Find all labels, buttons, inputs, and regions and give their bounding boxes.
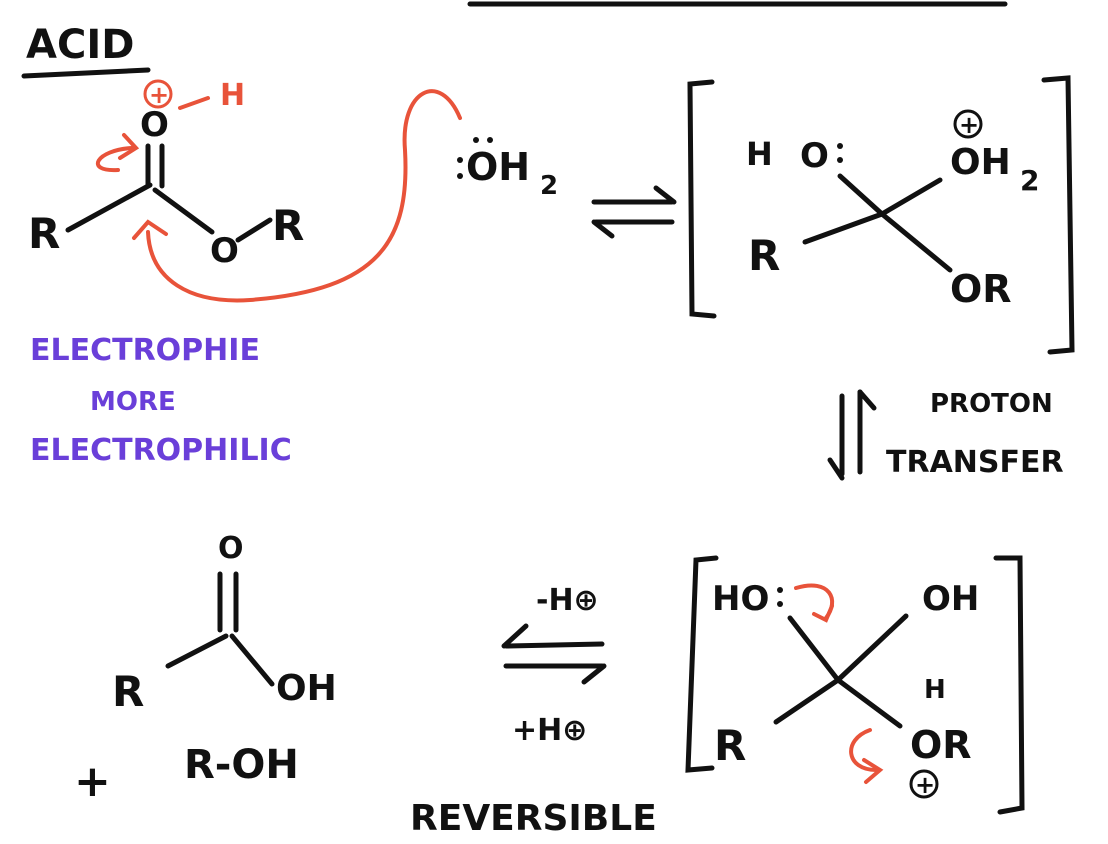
acid-r: R	[112, 667, 144, 716]
protonation-marks: + H	[95, 78, 245, 173]
lone-pair-dot	[837, 143, 843, 149]
int1-r: R	[748, 231, 780, 280]
lone-pair-dot	[487, 137, 493, 143]
bond-c-o	[837, 173, 885, 217]
int2-r: R	[714, 721, 746, 770]
right-bracket	[1041, 75, 1075, 355]
lone-pair-dot	[777, 587, 783, 593]
equilibrium-arrows-1	[591, 185, 677, 239]
ester-r-right: R	[272, 201, 304, 250]
eq-arrow-line	[503, 641, 605, 649]
bond-c-or	[835, 677, 903, 729]
int2-plus: +	[915, 771, 935, 799]
water-molecule: OH 2	[457, 137, 558, 201]
water-subscript: 2	[540, 171, 558, 201]
bond-c-or	[879, 211, 953, 273]
acid-oh: OH	[276, 668, 337, 709]
curved-arrow-pi-bond	[95, 146, 134, 173]
lone-pair-dot	[457, 173, 463, 179]
bond-c-oh-top-left	[787, 615, 841, 683]
bond-c-r	[802, 211, 885, 245]
int1-plus: +	[959, 111, 979, 139]
bond-o-r	[235, 217, 273, 243]
ester-r-left: R	[28, 209, 60, 258]
heading-acid: ACID	[26, 22, 134, 68]
curved-arrow-nucleophilic-attack	[146, 89, 462, 303]
curved-arrow-leaving-group	[849, 728, 878, 772]
eq-arrow-head	[591, 219, 615, 239]
int2-ho: HO	[712, 579, 769, 619]
int1-oh2-sub: 2	[1020, 164, 1039, 197]
annotation-line-2: MORE	[90, 387, 176, 417]
bond-c-oh-top-right	[835, 613, 909, 683]
step-line-2: TRANSFER	[886, 445, 1064, 480]
left-bracket	[687, 79, 717, 319]
reversible-label: REVERSIBLE	[410, 798, 657, 839]
eq-arrow-head	[501, 623, 529, 649]
int2-h: H	[924, 675, 946, 705]
int2-or: OR	[910, 723, 972, 767]
eq-arrow-head	[857, 389, 877, 411]
curved-arrow-lone-pair-head	[812, 604, 834, 623]
plus-charge-circle	[909, 769, 939, 799]
eq-bottom-label: +H⊕	[512, 713, 587, 748]
bond-r-c	[65, 182, 153, 233]
eq-arrow-head	[653, 185, 677, 205]
curved-arrow-leaving-group-head	[862, 758, 884, 784]
tetrahedral-intermediate-2: HO OH R H OR +	[685, 555, 1025, 815]
left-bracket	[685, 555, 719, 773]
plus-charge: +	[149, 81, 169, 109]
proton-transfer-step: PROTON TRANSFER	[827, 389, 1064, 481]
int1-or: OR	[950, 267, 1012, 311]
lone-pair-dot	[837, 157, 843, 163]
eq-top-label: -H⊕	[536, 583, 599, 618]
bond-c-oh2	[879, 177, 943, 217]
alcohol-product: R-OH	[184, 742, 299, 788]
proton-h: H	[220, 78, 245, 113]
bond-c-r	[773, 677, 841, 725]
tetrahedral-intermediate-1: H O R + OH 2 OR	[687, 75, 1075, 355]
curved-arrow-attack-head	[132, 219, 168, 240]
electrophile-annotation: ELECTROPHIE MORE ELECTROPHILIC	[30, 333, 292, 468]
bond-r-c	[165, 633, 229, 669]
ester-carbonyl-o: O	[140, 105, 169, 145]
plus-sign: +	[74, 756, 111, 807]
int1-h: H	[746, 135, 773, 173]
eq-arrow-head	[827, 457, 845, 481]
int2-oh: OH	[922, 579, 979, 619]
plus-charge-circle	[953, 109, 983, 139]
lone-pair-dot	[457, 157, 463, 163]
acid-o: O	[218, 531, 244, 566]
water-oh: OH	[466, 145, 530, 189]
int1-oh2: OH	[950, 142, 1011, 183]
step-line-1: PROTON	[930, 389, 1053, 419]
annotation-line-1: ELECTROPHIE	[30, 333, 260, 368]
annotation-line-3: ELECTROPHILIC	[30, 433, 292, 468]
ester-o: O	[210, 231, 239, 271]
lone-pair-dot	[777, 601, 783, 607]
carboxylic-acid-product: O R OH	[112, 531, 337, 716]
lone-pair-dot	[473, 137, 479, 143]
curved-arrow-pi-head	[118, 133, 140, 160]
int1-o: O	[800, 136, 829, 176]
right-bracket	[993, 555, 1025, 815]
heading-underline	[21, 67, 151, 79]
equilibrium-arrows-2: -H⊕ +H⊕	[501, 583, 607, 748]
plus-charge-circle	[143, 79, 173, 109]
ester-molecule: R O O R	[28, 105, 304, 271]
eq-arrow-head	[581, 663, 607, 685]
bond-o-h	[178, 96, 210, 110]
bond-c-oester	[152, 187, 215, 235]
bond-c-oh	[229, 633, 275, 687]
